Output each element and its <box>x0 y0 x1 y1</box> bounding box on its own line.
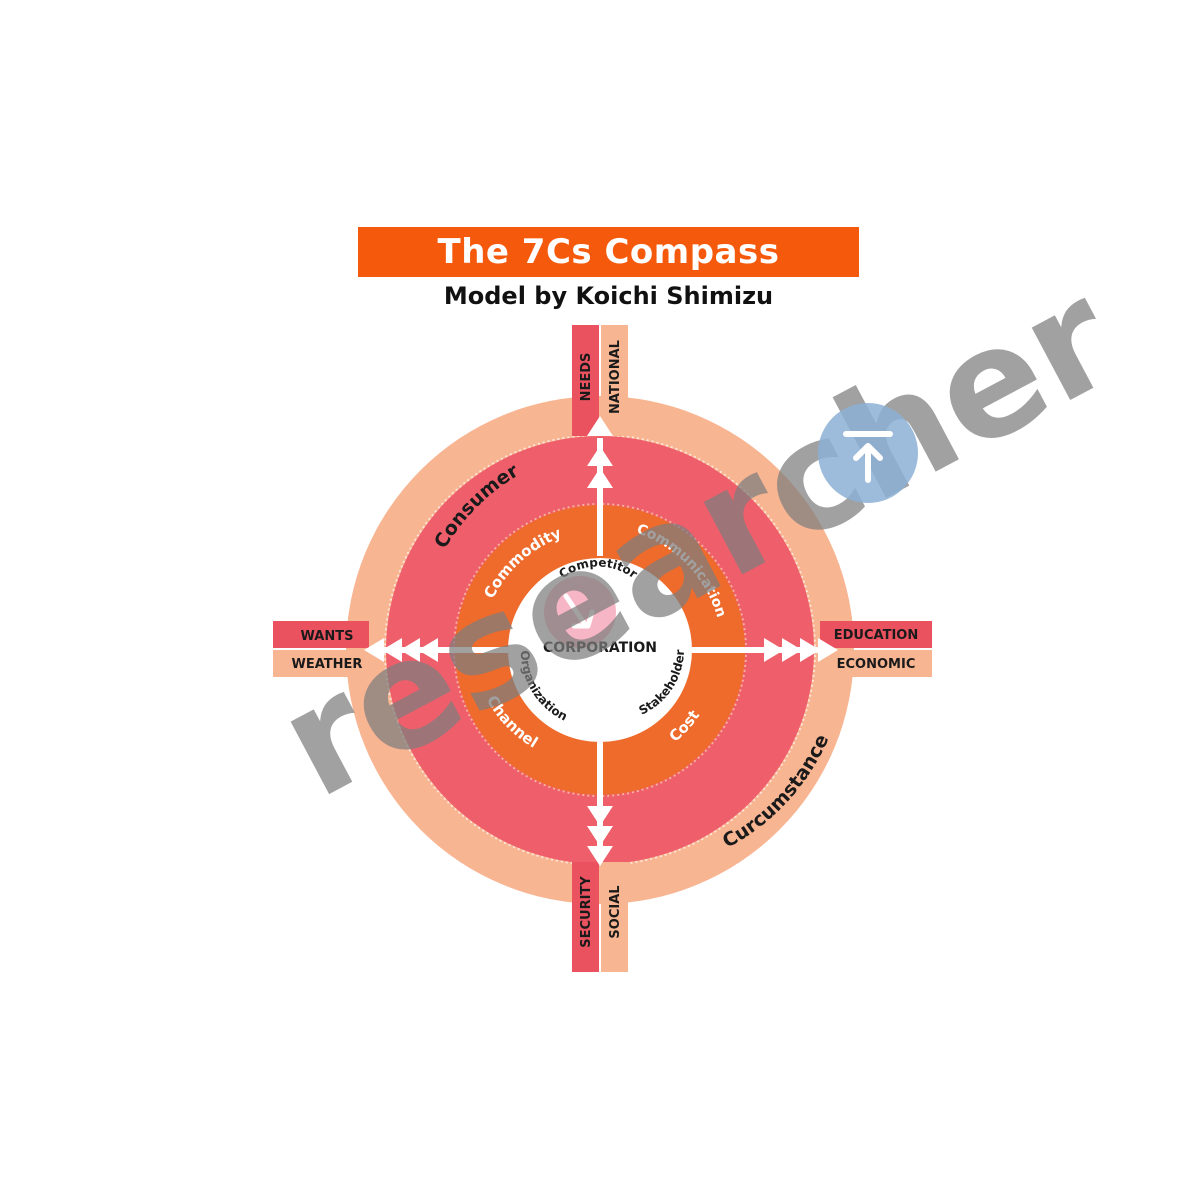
arrow-west-2 <box>382 638 402 662</box>
subtitle: Model by Koichi Shimizu <box>443 282 774 310</box>
label-education: EDUCATION <box>834 628 918 643</box>
label-economic: ECONOMIC <box>837 657 916 672</box>
arrow-south-3 <box>587 846 613 866</box>
arrow-east-4 <box>818 638 838 662</box>
arrow-west-4 <box>418 638 438 662</box>
bar-south-left <box>572 862 599 972</box>
arrow-south-2 <box>587 826 613 846</box>
label-corporation: CORPORATION <box>543 640 657 656</box>
bar-east-bottom <box>820 650 932 677</box>
arrow-east-2 <box>782 638 802 662</box>
upload-arrow-icon <box>843 431 893 483</box>
label-needs: NEEDS <box>579 353 594 402</box>
label-national: NATIONAL <box>608 340 623 414</box>
label-wants: WANTS <box>301 629 354 644</box>
arrow-west-1 <box>364 638 384 662</box>
label-social: SOCIAL <box>608 885 623 938</box>
bar-north-left <box>572 325 599 436</box>
center-badge <box>544 576 616 648</box>
arrow-east-1 <box>764 638 784 662</box>
arrow-south-1 <box>587 806 613 826</box>
label-weather: WEATHER <box>292 657 363 672</box>
bar-south-right <box>601 862 628 972</box>
bar-west-top <box>273 621 369 648</box>
arrow-north-3 <box>587 468 613 488</box>
down-arrow-icon <box>563 593 595 629</box>
title: The 7Cs Compass <box>437 232 780 272</box>
label-security: SECURITY <box>579 876 594 948</box>
bar-west-bottom <box>273 650 369 677</box>
arrow-north-2 <box>587 446 613 466</box>
title-banner: The 7Cs Compass <box>358 227 859 277</box>
arrow-north-1 <box>587 416 613 436</box>
arrow-west-3 <box>400 638 420 662</box>
bar-east-top <box>820 621 932 648</box>
arrow-east-3 <box>800 638 820 662</box>
bar-north-right <box>601 325 628 436</box>
